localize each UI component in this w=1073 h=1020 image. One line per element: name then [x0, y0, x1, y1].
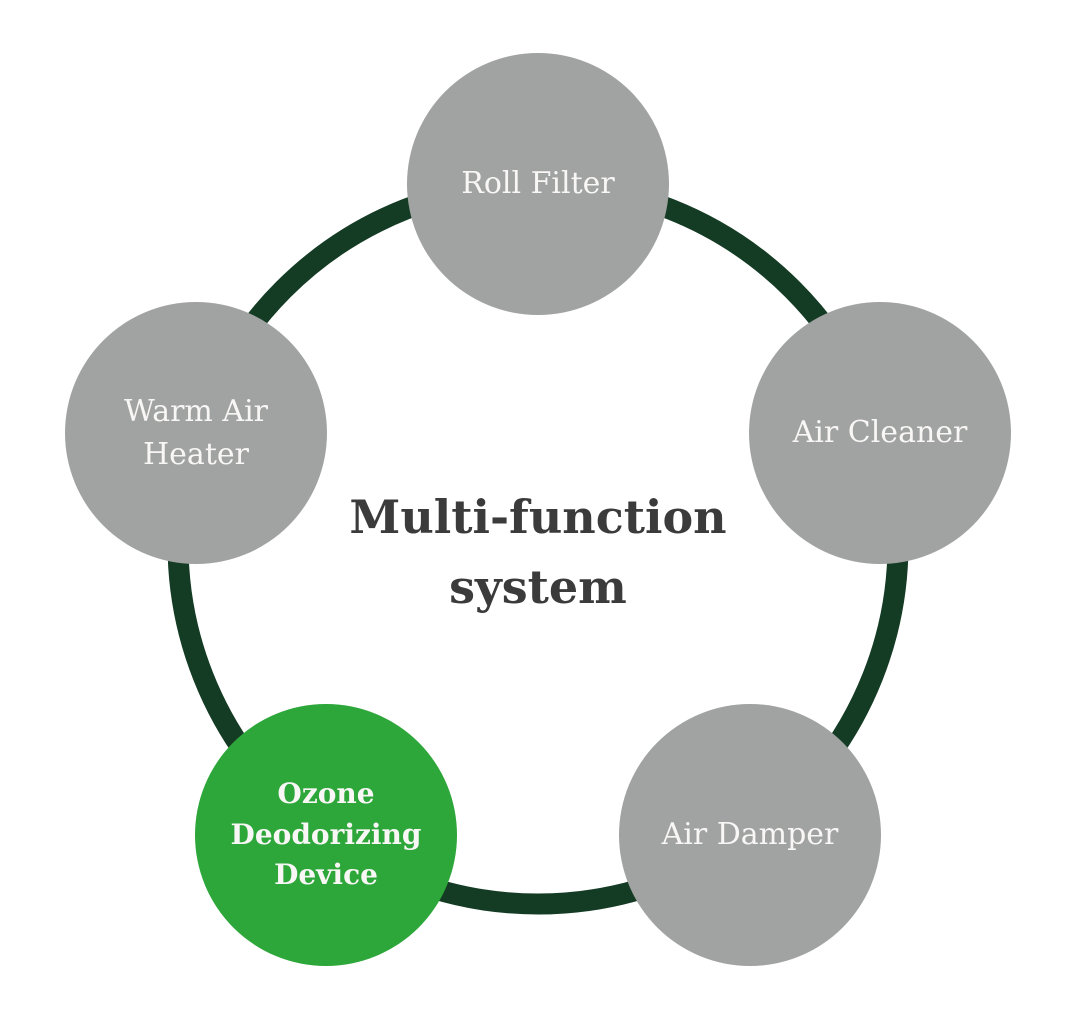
node-roll-filter: Roll Filter — [407, 53, 669, 315]
node-air-cleaner-label: Air Cleaner — [792, 415, 968, 451]
node-roll-filter-label: Roll Filter — [461, 166, 615, 202]
diagram-title: Multi-function system — [349, 490, 727, 614]
node-air-damper-label: Air Damper — [661, 817, 839, 853]
node-air-damper: Air Damper — [619, 704, 881, 966]
node-ozone-deodorizing-device: Ozone Deodorizing Device — [195, 704, 457, 966]
node-warm-air-heater-label: Warm Air Heater — [123, 393, 269, 473]
node-ozone-deodorizing-device-label: Ozone Deodorizing Device — [230, 776, 422, 892]
node-warm-air-heater: Warm Air Heater — [65, 302, 327, 564]
node-air-cleaner: Air Cleaner — [749, 302, 1011, 564]
